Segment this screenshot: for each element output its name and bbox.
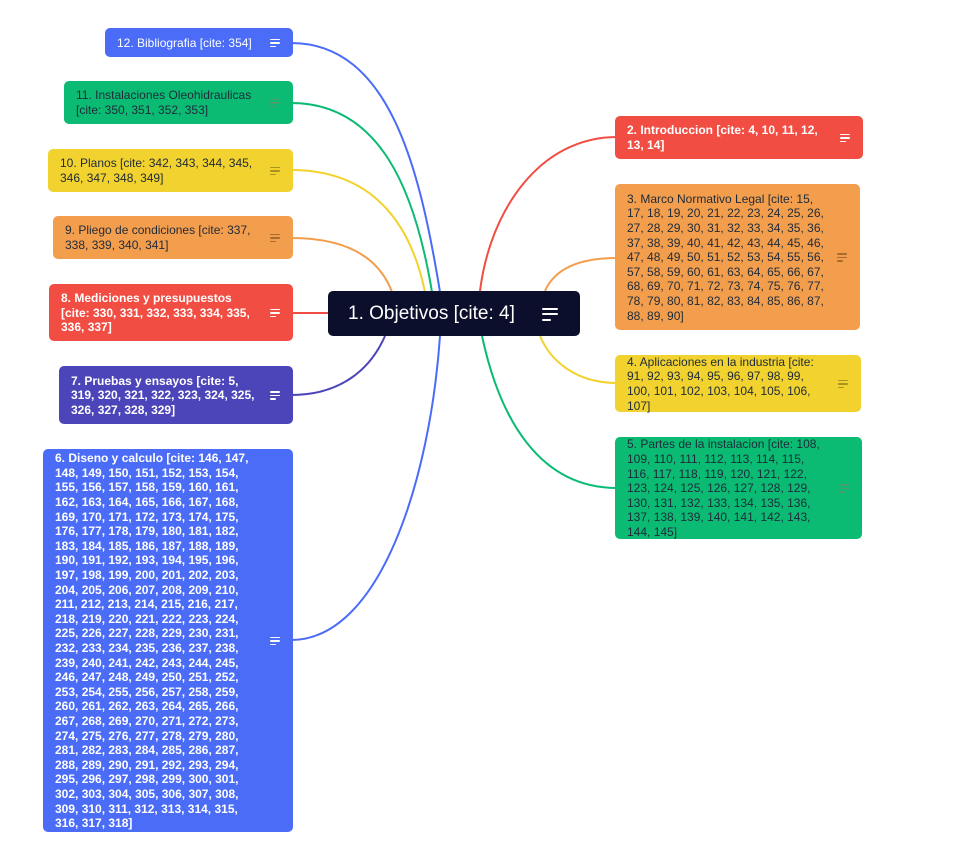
topic-label: 9. Pliego de condiciones [cite: 337, 338… [65, 223, 251, 252]
notes-icon[interactable] [840, 133, 851, 143]
topic-aplicaciones-en-la-industria[interactable]: 4. Aplicaciones en la industria [cite: 9… [615, 354, 861, 413]
notes-icon[interactable] [270, 636, 281, 646]
topic-label: 3. Marco Normativo Legal [cite: 15, 17, … [627, 191, 824, 323]
topic-pliego-de-condiciones[interactable]: 9. Pliego de condiciones [cite: 337, 338… [53, 216, 293, 259]
topic-bibliografia[interactable]: 12. Bibliografia [cite: 354] [105, 28, 293, 57]
topic-label: 11. Instalaciones Oleohidraulicas [cite:… [76, 88, 252, 117]
topic-pruebas-y-ensayos[interactable]: 7. Pruebas y ensayos [cite: 5, 319, 320,… [59, 366, 293, 424]
branch-line-9 [290, 237, 393, 293]
notes-icon[interactable] [270, 166, 281, 176]
branch-line-7 [290, 335, 386, 396]
central-topic[interactable]: 1. Objetivos [cite: 4] [328, 291, 580, 336]
topic-label: 10. Planos [cite: 342, 343, 344, 345, 34… [60, 156, 253, 185]
topic-label: 4. Aplicaciones en la industria [cite: 9… [627, 354, 814, 413]
notes-icon[interactable] [837, 252, 848, 262]
topic-marco-normativo-legal[interactable]: 3. Marco Normativo Legal [cite: 15, 17, … [615, 184, 860, 330]
topic-introduccion[interactable]: 2. Introduccion [cite: 4, 10, 11, 12, 13… [615, 116, 863, 159]
notes-icon[interactable] [270, 233, 281, 243]
branch-line-12 [290, 42, 441, 293]
notes-icon[interactable] [838, 379, 849, 389]
topic-diseno-y-calculo[interactable]: 6. Diseno y calculo [cite: 146, 147, 148… [43, 449, 293, 832]
topic-planos[interactable]: 10. Planos [cite: 342, 343, 344, 345, 34… [48, 149, 293, 192]
notes-icon[interactable] [270, 38, 281, 48]
topic-partes-de-la-instalacion[interactable]: 5. Partes de la instalacion [cite: 108, … [615, 437, 862, 539]
topic-label: 5. Partes de la instalacion [cite: 108, … [627, 437, 820, 539]
branch-line-3 [544, 257, 618, 292]
branch-line-5 [481, 335, 618, 489]
branch-line-10 [290, 169, 426, 293]
topic-label: 2. Introduccion [cite: 4, 10, 11, 12, 13… [627, 123, 818, 152]
branch-line-4 [539, 335, 618, 384]
branch-line-6 [290, 335, 441, 641]
notes-icon[interactable] [542, 307, 558, 321]
notes-icon[interactable] [270, 390, 281, 400]
topic-label: 8. Mediciones y presupuestos [cite: 330,… [61, 291, 250, 335]
notes-icon[interactable] [839, 483, 850, 493]
central-topic-label: 1. Objetivos [cite: 4] [348, 302, 515, 324]
topic-mediciones-y-presupuestos[interactable]: 8. Mediciones y presupuestos [cite: 330,… [49, 284, 293, 341]
branch-line-2 [479, 136, 618, 292]
branch-line-11 [290, 102, 433, 293]
topic-instalaciones-oleohidraulicas[interactable]: 11. Instalaciones Oleohidraulicas [cite:… [64, 81, 293, 124]
notes-icon[interactable] [270, 98, 281, 108]
topic-label: 6. Diseno y calculo [cite: 146, 147, 148… [55, 451, 249, 831]
topic-label: 7. Pruebas y ensayos [cite: 5, 319, 320,… [71, 373, 255, 417]
topic-label: 12. Bibliografia [cite: 354] [117, 35, 252, 50]
notes-icon[interactable] [270, 308, 281, 318]
